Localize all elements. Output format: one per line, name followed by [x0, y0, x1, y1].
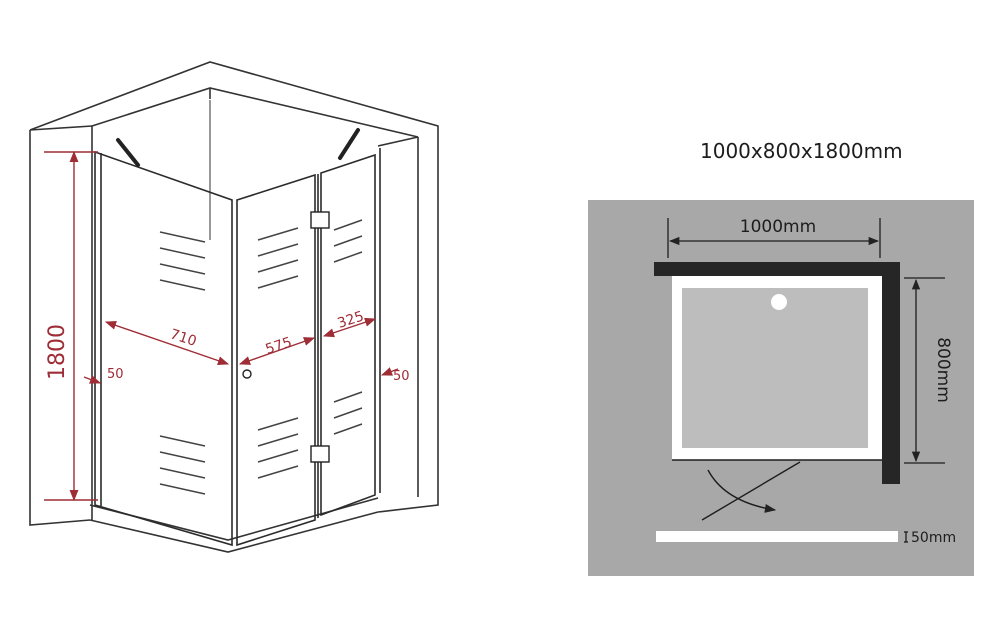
bottom-hinge [310, 445, 330, 463]
shower-tray-inner [682, 288, 868, 448]
plan-dimensions [667, 218, 945, 543]
glass-panels [94, 148, 381, 547]
height-label: 1800 [45, 324, 70, 380]
floor-plan: 1000mm 800mm 50mm [588, 200, 974, 576]
side-door-label: 325 [336, 308, 366, 331]
enclosure-elevation: 1800 710 575 325 50 50 [29, 61, 439, 553]
plan-depth-label: 800mm [933, 337, 953, 403]
side-door-panel [320, 153, 376, 517]
corner-walls [29, 61, 439, 553]
door-knob [242, 369, 252, 379]
drain [771, 294, 787, 310]
stabilizer-bars [116, 128, 360, 167]
back-wall [654, 262, 900, 276]
overall-dimensions-title: 1000x800x1800mm [700, 139, 903, 163]
side-wall [882, 262, 900, 484]
top-hinge [310, 211, 330, 229]
right-offset-label: 50 [393, 369, 410, 384]
door-width-label: 710 [168, 326, 198, 349]
side-fixed-panel [236, 173, 316, 547]
plan-width-label: 1000mm [740, 217, 816, 237]
door-swing [672, 459, 882, 521]
left-offset-label: 50 [107, 367, 124, 382]
frosted-stripes [159, 219, 363, 495]
front-door-panel [94, 150, 233, 547]
fixed-panel-label: 575 [264, 334, 294, 357]
hinges [310, 211, 330, 463]
elevation-dimensions [44, 150, 399, 502]
threshold-label: 50mm [911, 530, 956, 546]
threshold-bar [656, 531, 898, 542]
